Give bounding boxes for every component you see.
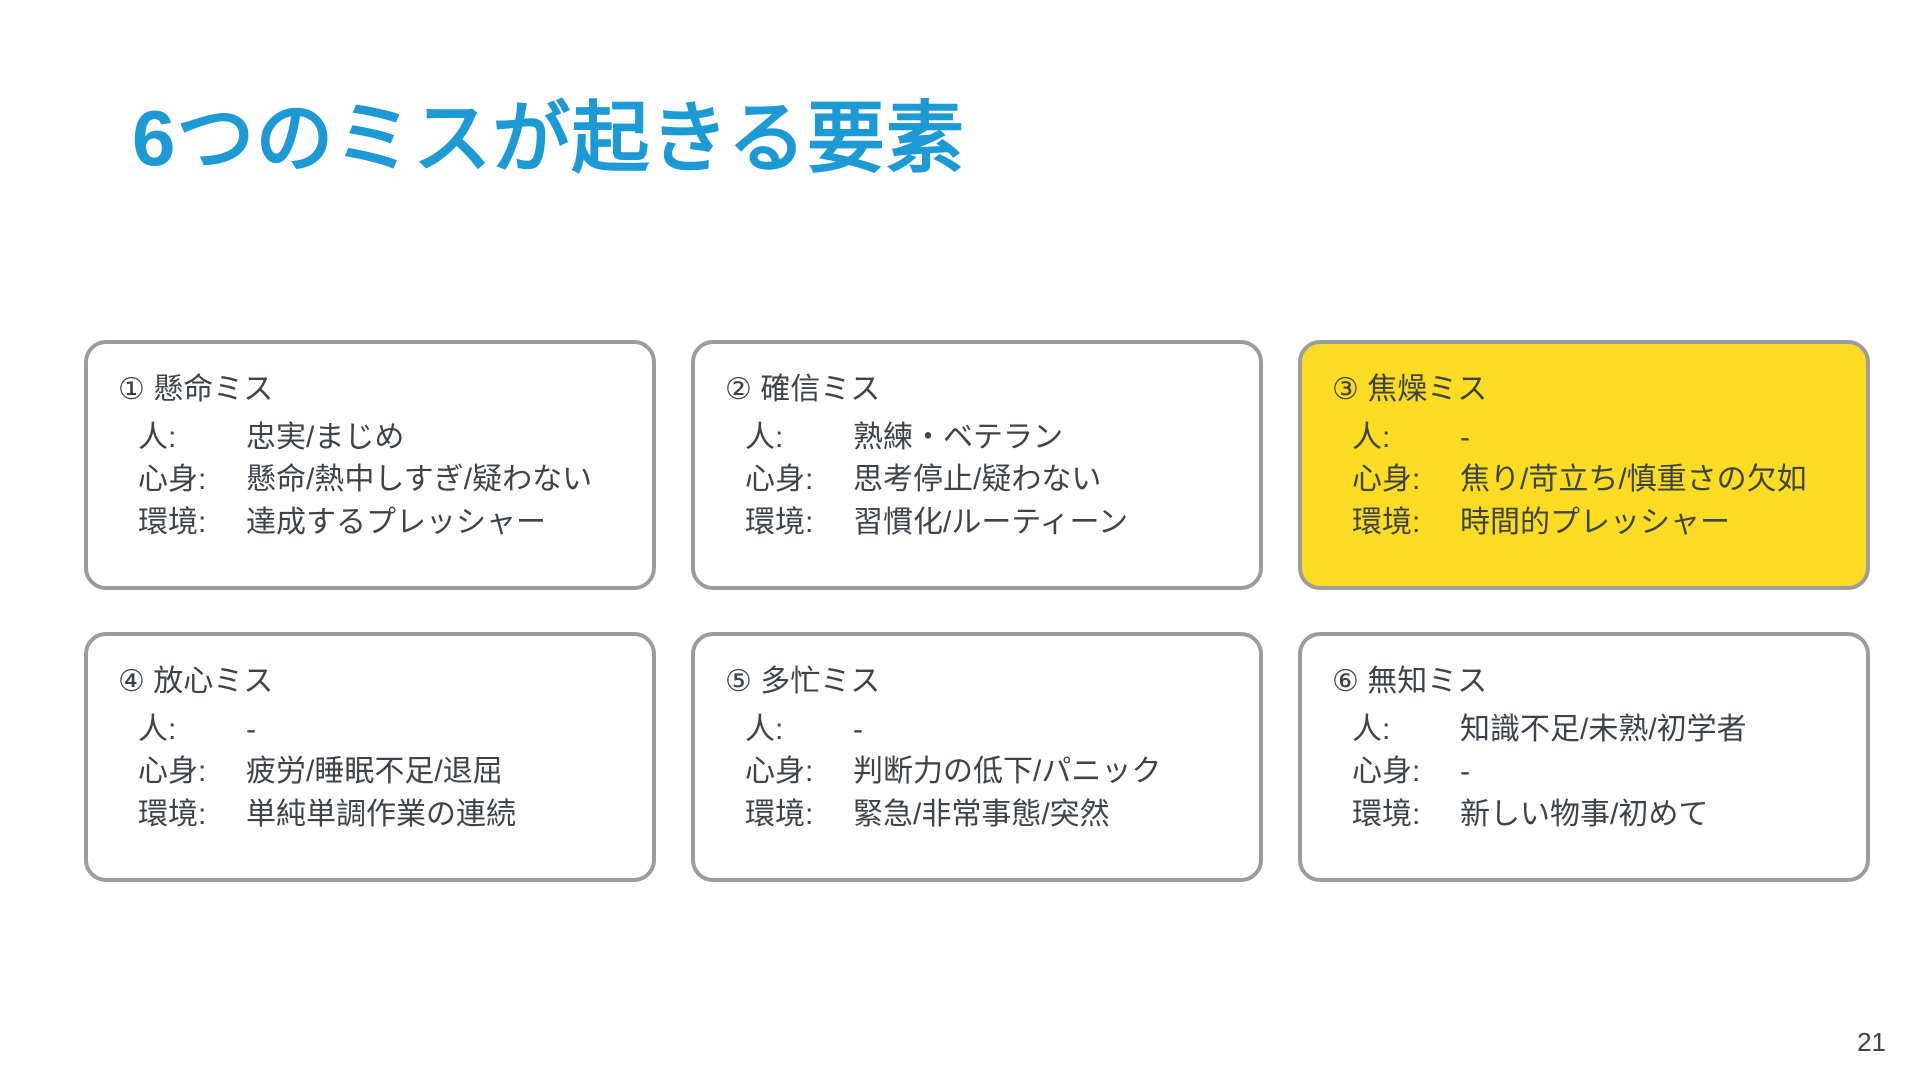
factor-card-highlighted: ③ 焦燥ミス 人: - 心身: 焦り/苛立ち/慎重さの欠如 環境: 時間的プレッ… [1298, 340, 1870, 590]
row-label: 人: [1352, 712, 1391, 746]
row-value: 懸命/熱中しすぎ/疑わない [246, 463, 593, 497]
row-label: 心身: [138, 755, 207, 789]
row-value: 単純単調作業の連続 [246, 797, 516, 831]
page-title: 6つのミスが起きる要素 [132, 94, 965, 182]
row-label: 環境: [1352, 797, 1421, 831]
row-value: - [1460, 420, 1470, 454]
row-label: 環境: [138, 797, 207, 831]
card-row: 人: - [725, 709, 1229, 752]
row-value: 判断力の低下/パニック [853, 755, 1162, 789]
row-value: 熟練・ベテラン [853, 420, 1063, 454]
row-label: 人: [745, 420, 784, 454]
card-header: ③ 焦燥ミス [1332, 373, 1488, 406]
card-header: ② 確信ミス [725, 373, 881, 406]
factor-card: ① 懸命ミス 人: 忠実/まじめ 心身: 懸命/熱中しすぎ/疑わない 環境: 達… [84, 340, 656, 590]
card-row: 環境: 新しい物事/初めて [1332, 794, 1836, 837]
row-value: 新しい物事/初めて [1460, 797, 1709, 831]
card-row: 心身: 疲労/睡眠不足/退屈 [118, 751, 622, 794]
factor-card: ⑥ 無知ミス 人: 知識不足/未熟/初学者 心身: - 環境: 新しい物事/初め… [1298, 632, 1870, 882]
card-row: 心身: 判断力の低下/パニック [725, 751, 1229, 794]
factor-card: ② 確信ミス 人: 熟練・ベテラン 心身: 思考停止/疑わない 環境: 習慣化/… [691, 340, 1263, 590]
row-value: - [1460, 755, 1470, 789]
row-value: 疲労/睡眠不足/退屈 [246, 755, 503, 789]
row-label: 心身: [745, 755, 814, 789]
row-label: 人: [1352, 420, 1391, 454]
row-label: 心身: [1352, 463, 1421, 497]
card-header: ④ 放心ミス [118, 665, 274, 698]
row-value: 思考停止/疑わない [853, 463, 1102, 497]
card-row: 人: - [1332, 417, 1836, 460]
row-label: 人: [138, 420, 177, 454]
card-row: 環境: 単純単調作業の連続 [118, 794, 622, 837]
card-row: 人: 知識不足/未熟/初学者 [1332, 709, 1836, 752]
row-value: 知識不足/未熟/初学者 [1460, 712, 1747, 746]
row-value: - [246, 712, 256, 746]
row-value: 時間的プレッシャー [1460, 505, 1730, 539]
row-value: 達成するプレッシャー [246, 505, 546, 539]
card-row: 人: - [118, 709, 622, 752]
factor-card-grid: ① 懸命ミス 人: 忠実/まじめ 心身: 懸命/熱中しすぎ/疑わない 環境: 達… [84, 340, 1870, 882]
row-value: - [853, 712, 863, 746]
card-row: 環境: 緊急/非常事態/突然 [725, 794, 1229, 837]
factor-card: ④ 放心ミス 人: - 心身: 疲労/睡眠不足/退屈 環境: 単純単調作業の連続 [84, 632, 656, 882]
card-row: 人: 熟練・ベテラン [725, 417, 1229, 460]
card-row: 環境: 達成するプレッシャー [118, 502, 622, 545]
row-label: 心身: [138, 463, 207, 497]
card-row: 心身: 焦り/苛立ち/慎重さの欠如 [1332, 459, 1836, 502]
card-row: 心身: - [1332, 751, 1836, 794]
factor-card: ⑤ 多忙ミス 人: - 心身: 判断力の低下/パニック 環境: 緊急/非常事態/… [691, 632, 1263, 882]
row-label: 人: [138, 712, 177, 746]
card-row: 人: 忠実/まじめ [118, 417, 622, 460]
row-label: 環境: [138, 505, 207, 539]
row-label: 環境: [745, 797, 814, 831]
row-label: 心身: [745, 463, 814, 497]
card-header: ① 懸命ミス [118, 373, 274, 406]
row-value: 忠実/まじめ [246, 420, 405, 454]
card-row: 環境: 時間的プレッシャー [1332, 502, 1836, 545]
card-row: 心身: 懸命/熱中しすぎ/疑わない [118, 459, 622, 502]
row-label: 心身: [1352, 755, 1421, 789]
card-header: ⑤ 多忙ミス [725, 665, 881, 698]
page-number: 21 [1857, 1027, 1886, 1057]
card-row: 環境: 習慣化/ルーティーン [725, 502, 1229, 545]
row-value: 緊急/非常事態/突然 [853, 797, 1110, 831]
card-header: ⑥ 無知ミス [1332, 665, 1488, 698]
row-value: 焦り/苛立ち/慎重さの欠如 [1460, 463, 1807, 497]
row-value: 習慣化/ルーティーン [853, 505, 1129, 539]
row-label: 環境: [745, 505, 814, 539]
card-row: 心身: 思考停止/疑わない [725, 459, 1229, 502]
row-label: 人: [745, 712, 784, 746]
row-label: 環境: [1352, 505, 1421, 539]
